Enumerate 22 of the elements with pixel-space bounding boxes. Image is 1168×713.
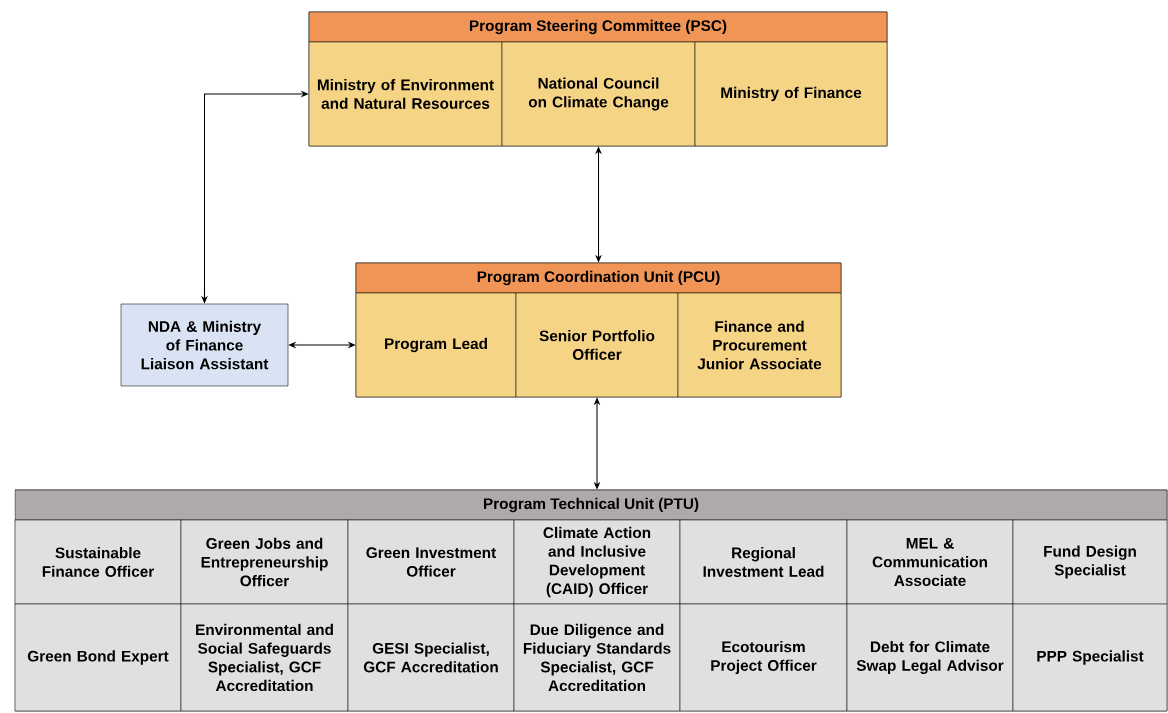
role-box: Green Investment Officer: [347, 519, 515, 605]
role-box: National Council on Climate Change: [501, 41, 696, 147]
role-box: Senior Portfolio Officer: [515, 292, 679, 398]
node-label: Fund Design Specialist: [1044, 545, 1136, 579]
role-box: Sustainable Finance Officer: [14, 519, 182, 605]
role-box: MEL & Communication Associate: [846, 519, 1014, 605]
role-box: Ecotourism Project Officer: [679, 603, 848, 712]
role-box: Ministry of Environment and Natural Resources: [308, 41, 503, 147]
role-box: Debt for Climate Swap Legal Advisor: [846, 603, 1014, 712]
role-box: Due Diligence and Fiduciary Standards Specialist, GCF Accreditation: [513, 603, 681, 712]
role-box: Green Jobs and Entrepreneurship Officer: [180, 519, 349, 605]
role-box: NDA & Ministry of Finance Liaison Assistant: [120, 303, 289, 387]
role-box: Regional Investment Lead: [679, 519, 848, 605]
role-box: Climate Action and Inclusive Development (CAID) Officer: [513, 519, 681, 605]
role-box: Green Bond Expert: [14, 603, 182, 712]
role-box: GESI Specialist, GCF Accreditation: [347, 603, 515, 712]
role-box: Environmental and Social Safeguards Specialist, GCF Accreditation: [180, 603, 349, 712]
role-box: Finance and Procurement Junior Associate: [677, 292, 842, 398]
role-box: Program Lead: [355, 292, 517, 398]
role-box: Ministry of Finance: [694, 41, 888, 147]
role-box: PPP Specialist: [1012, 603, 1168, 712]
role-box: Fund Design Specialist: [1012, 519, 1168, 605]
